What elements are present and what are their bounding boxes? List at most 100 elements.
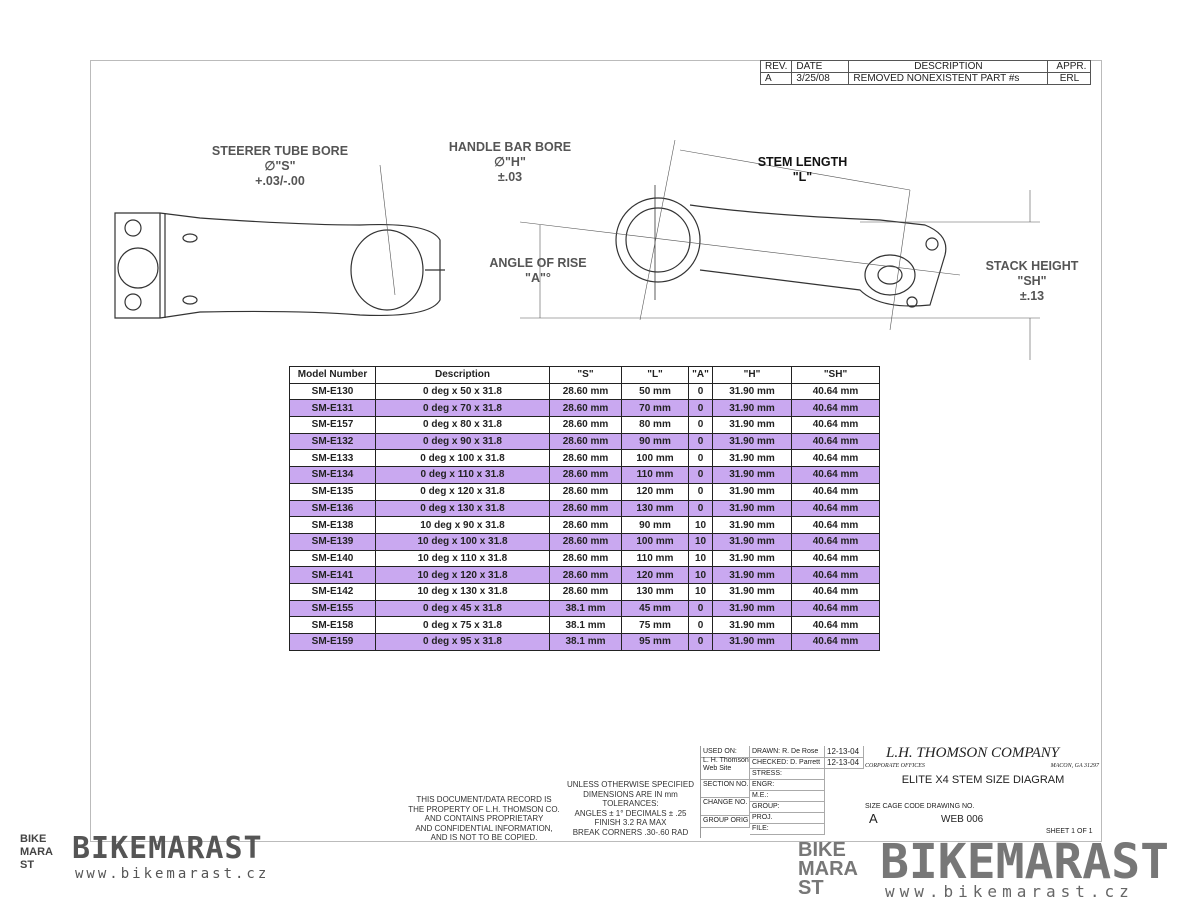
table-cell: 10 (688, 549, 713, 568)
table-cell: 40.64 mm (791, 382, 880, 401)
column-header: "SH" (791, 366, 880, 384)
table-cell: 28.60 mm (549, 449, 622, 468)
top-view-stem (114, 212, 445, 319)
table-cell: 40.64 mm (791, 616, 880, 634)
label-line: HANDLE BAR BORE (448, 140, 572, 154)
watermark-url-large: www.bikemarast.cz (885, 882, 1134, 901)
label-line: ∅"H" (494, 155, 526, 169)
group: GROUP: (750, 801, 825, 813)
table-cell: 0 (688, 416, 713, 434)
table-cell: 0 deg x 50 x 31.8 (375, 382, 550, 401)
table-cell: 0 deg x 110 x 31.8 (375, 466, 550, 484)
table-cell: 0 (688, 499, 713, 518)
table-cell: 0 (688, 599, 713, 618)
table-cell: 31.90 mm (712, 416, 792, 434)
table-cell: 40.64 mm (791, 482, 880, 501)
label-line: ANGLE OF RISE (489, 256, 587, 270)
table-cell: 45 mm (621, 599, 689, 618)
table-cell: 40.64 mm (791, 499, 880, 518)
title-block: USED ON: L. H. Thomson Web Site SECTION … (700, 745, 1101, 838)
table-cell: 80 mm (621, 416, 689, 434)
drawing-title: ELITE X4 STEM SIZE DIAGRAM (901, 774, 1065, 786)
file: FILE: (750, 823, 825, 835)
table-cell: 120 mm (621, 566, 689, 584)
label-line: +.03/-.00 (255, 174, 305, 188)
table-cell: 0 deg x 90 x 31.8 (375, 432, 550, 451)
steerer-bore-label: STEERER TUBE BORE∅"S"+.03/-.00 (195, 144, 365, 189)
table-cell: SM-E139 (289, 532, 376, 551)
note-line: THE PROPERTY OF L.H. THOMSON CO. (408, 804, 560, 814)
angle-of-rise-label: ANGLE OF RISE"A"° (478, 256, 598, 286)
side-view-stem (615, 185, 947, 308)
label-line: ±.13 (1019, 289, 1045, 303)
table-cell: 100 mm (621, 532, 689, 551)
column-header: "A" (688, 366, 713, 384)
logo-line: BIKE (20, 833, 47, 845)
table-cell: 38.1 mm (549, 616, 622, 634)
table-cell: 0 deg x 75 x 31.8 (375, 616, 550, 634)
table-cell: 90 mm (621, 432, 689, 451)
table-cell: 100 mm (621, 449, 689, 468)
column-header: "L" (621, 366, 689, 384)
table-cell: 90 mm (621, 516, 689, 534)
stem-drawings (114, 139, 1040, 360)
column-header: "S" (549, 366, 622, 384)
handlebar-bore-label: HANDLE BAR BORE∅"H"±.03 (430, 140, 590, 185)
table-cell: 40.64 mm (791, 532, 880, 551)
label-line: "SH" (1017, 274, 1047, 288)
label-line: ±.03 (497, 170, 523, 184)
note-line: FINISH 3.2 RA MAX (594, 818, 667, 827)
table-cell: 40.64 mm (791, 599, 880, 618)
table-cell: SM-E136 (289, 499, 376, 518)
table-cell: 10 (688, 566, 713, 584)
table-cell: SM-E142 (289, 582, 376, 601)
table-cell: 95 mm (621, 633, 689, 651)
table-cell: 28.60 mm (549, 466, 622, 484)
table-cell: 31.90 mm (712, 399, 792, 418)
table-cell: 40.64 mm (791, 449, 880, 468)
table-cell: 31.90 mm (712, 432, 792, 451)
label-line: STEM LENGTH (757, 155, 848, 169)
column-header: Description (375, 366, 550, 384)
table-cell: 0 (688, 432, 713, 451)
table-cell: 40.64 mm (791, 582, 880, 601)
table-cell: 40.64 mm (791, 466, 880, 484)
rev-appr: ERL (1047, 72, 1092, 85)
checked-date: 12-13-04 (825, 757, 864, 769)
table-cell: 28.60 mm (549, 566, 622, 584)
note-line: UNLESS OTHERWISE SPECIFIED (567, 780, 694, 789)
table-cell: SM-E138 (289, 516, 376, 534)
table-cell: SM-E135 (289, 482, 376, 501)
table-cell: 0 (688, 616, 713, 634)
table-cell: SM-E155 (289, 599, 376, 618)
watermark-url-small: www.bikemarast.cz (75, 866, 270, 882)
table-cell: 28.60 mm (549, 532, 622, 551)
table-cell: 31.90 mm (712, 633, 792, 651)
size-header: SIZE CAGE CODE DRAWING NO. (865, 803, 975, 810)
logo-line: ST (20, 859, 35, 871)
sheet-number: SHEET 1 OF 1 (1046, 828, 1093, 835)
table-cell: 28.60 mm (549, 382, 622, 401)
table-cell: 10 (688, 532, 713, 551)
location: MACON, GA 31297 (1050, 763, 1099, 769)
table-cell: 40.64 mm (791, 516, 880, 534)
note-line: BREAK CORNERS .30-.60 RAD (572, 827, 689, 837)
note-line: AND CONFIDENTIAL INFORMATION, (415, 823, 553, 833)
table-cell: SM-E141 (289, 566, 376, 584)
logo-line: MARA (798, 858, 858, 880)
